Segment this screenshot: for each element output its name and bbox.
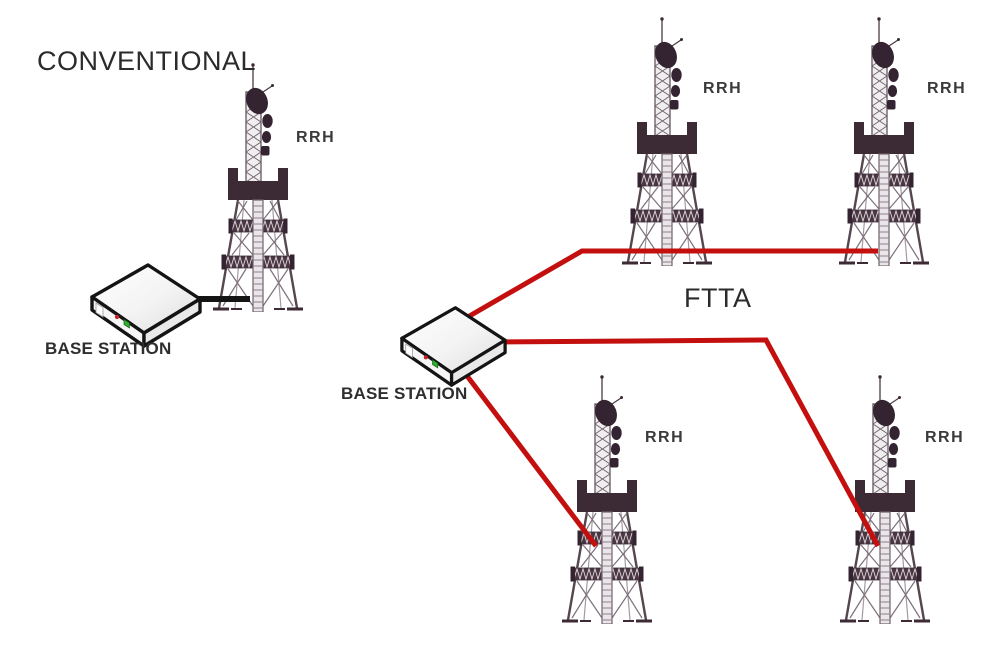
base-station-label-conventional: BASE STATION [45, 339, 172, 358]
base-station-ftta-icon [400, 306, 507, 387]
base-station-conventional-icon [90, 263, 202, 348]
rrh-label-ftta-bottom-right: RRH [925, 429, 965, 446]
rrh-tower-conventional-icon [211, 61, 305, 312]
rrh-tower-ftta-top-left-icon [620, 15, 714, 266]
fiber-link-middle-line [494, 337, 881, 548]
rrh-label-ftta-bottom-left: RRH [645, 429, 685, 446]
rrh-label-conventional: RRH [296, 129, 336, 146]
ftta-title: FTTA [684, 283, 752, 313]
rrh-label-ftta-top-left: RRH [703, 80, 743, 97]
conventional-title: CONVENTIONAL [37, 46, 257, 76]
rrh-tower-ftta-bottom-right-icon [838, 373, 932, 624]
base-station-label-ftta: BASE STATION [341, 384, 468, 403]
rrh-label-ftta-top-right: RRH [927, 80, 967, 97]
rrh-tower-ftta-top-right-icon [837, 15, 931, 266]
rrh-tower-ftta-bottom-left-icon [560, 373, 654, 624]
